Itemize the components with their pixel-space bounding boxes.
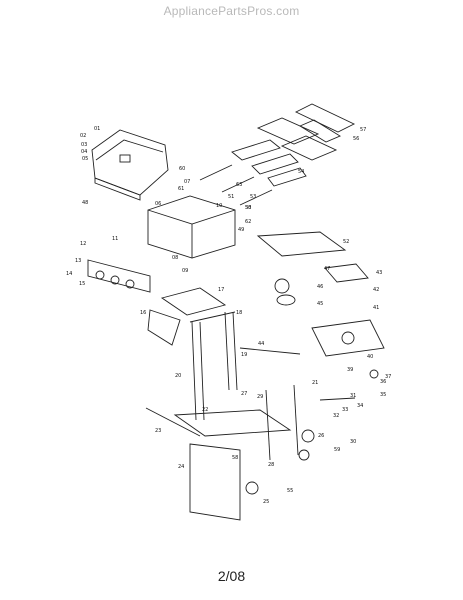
callout-25: 25 xyxy=(263,499,269,505)
side-burner xyxy=(256,231,385,357)
callout-14: 14 xyxy=(66,271,72,277)
callout-17: 17 xyxy=(218,287,224,293)
callout-01: 01 xyxy=(94,126,100,132)
callout-22: 22 xyxy=(202,407,208,413)
callout-54: 54 xyxy=(298,169,304,175)
callout-38: 38 xyxy=(245,205,251,211)
callout-15: 15 xyxy=(79,281,85,287)
callout-28: 28 xyxy=(268,462,274,468)
callout-26: 26 xyxy=(318,433,324,439)
firebox xyxy=(147,195,236,259)
callout-19: 19 xyxy=(241,352,247,358)
callout-23: 23 xyxy=(155,428,161,434)
callout-35: 35 xyxy=(380,392,386,398)
callout-06: 06 xyxy=(155,201,161,207)
callout-48: 48 xyxy=(82,200,88,206)
callout-46: 46 xyxy=(317,284,323,290)
callout-44: 44 xyxy=(258,341,264,347)
callout-58: 58 xyxy=(232,455,238,461)
callout-60: 60 xyxy=(179,166,185,172)
callout-43: 43 xyxy=(376,270,382,276)
callout-10: 10 xyxy=(216,203,222,209)
callout-30: 30 xyxy=(350,439,356,445)
callout-13: 13 xyxy=(75,258,81,264)
callout-33: 33 xyxy=(342,407,348,413)
callout-42: 42 xyxy=(373,287,379,293)
callout-52: 52 xyxy=(343,239,349,245)
callout-63: 63 xyxy=(236,182,242,188)
grill-hood xyxy=(91,129,169,201)
callout-11: 11 xyxy=(112,236,118,242)
cart-frame xyxy=(147,287,301,461)
callout-40: 40 xyxy=(367,354,373,360)
base-assembly xyxy=(145,369,379,521)
callout-45: 45 xyxy=(317,301,323,307)
control-panel xyxy=(87,259,151,293)
callout-61: 61 xyxy=(178,186,184,192)
callout-34: 34 xyxy=(357,403,363,409)
callout-05: 05 xyxy=(82,156,88,162)
page-number: 2/08 xyxy=(217,568,246,584)
callout-41: 41 xyxy=(373,305,379,311)
callout-32: 32 xyxy=(333,413,339,419)
callout-59: 59 xyxy=(334,447,340,453)
callout-24: 24 xyxy=(178,464,184,470)
callout-21: 21 xyxy=(312,380,318,386)
cooking-grates xyxy=(256,103,356,161)
callout-02: 02 xyxy=(80,133,86,139)
burner-tubes xyxy=(199,139,307,206)
callout-62: 62 xyxy=(245,219,251,225)
callout-16: 16 xyxy=(140,310,146,316)
callout-20: 20 xyxy=(175,373,181,379)
callout-29: 29 xyxy=(257,394,263,400)
callout-03: 03 xyxy=(81,142,87,148)
callout-12: 12 xyxy=(80,241,86,247)
callout-57: 57 xyxy=(360,127,366,133)
callout-55: 55 xyxy=(287,488,293,494)
callout-51: 51 xyxy=(228,194,234,200)
callout-09: 09 xyxy=(182,268,188,274)
callout-53: 53 xyxy=(250,194,256,200)
site-watermark: AppliancePartsPros.com xyxy=(163,4,300,18)
callout-50: 50 xyxy=(245,205,251,211)
callout-47: 47 xyxy=(324,266,330,272)
callout-08: 08 xyxy=(172,255,178,261)
callout-37: 37 xyxy=(385,374,391,380)
callout-18: 18 xyxy=(236,310,242,316)
callout-04: 04 xyxy=(81,149,87,155)
callout-56: 56 xyxy=(353,136,359,142)
callout-07: 07 xyxy=(184,179,190,185)
callout-27: 27 xyxy=(241,391,247,397)
callout-49: 49 xyxy=(238,227,244,233)
callout-36: 36 xyxy=(380,379,386,385)
callout-31: 31 xyxy=(350,393,356,399)
callout-39: 39 xyxy=(347,367,353,373)
